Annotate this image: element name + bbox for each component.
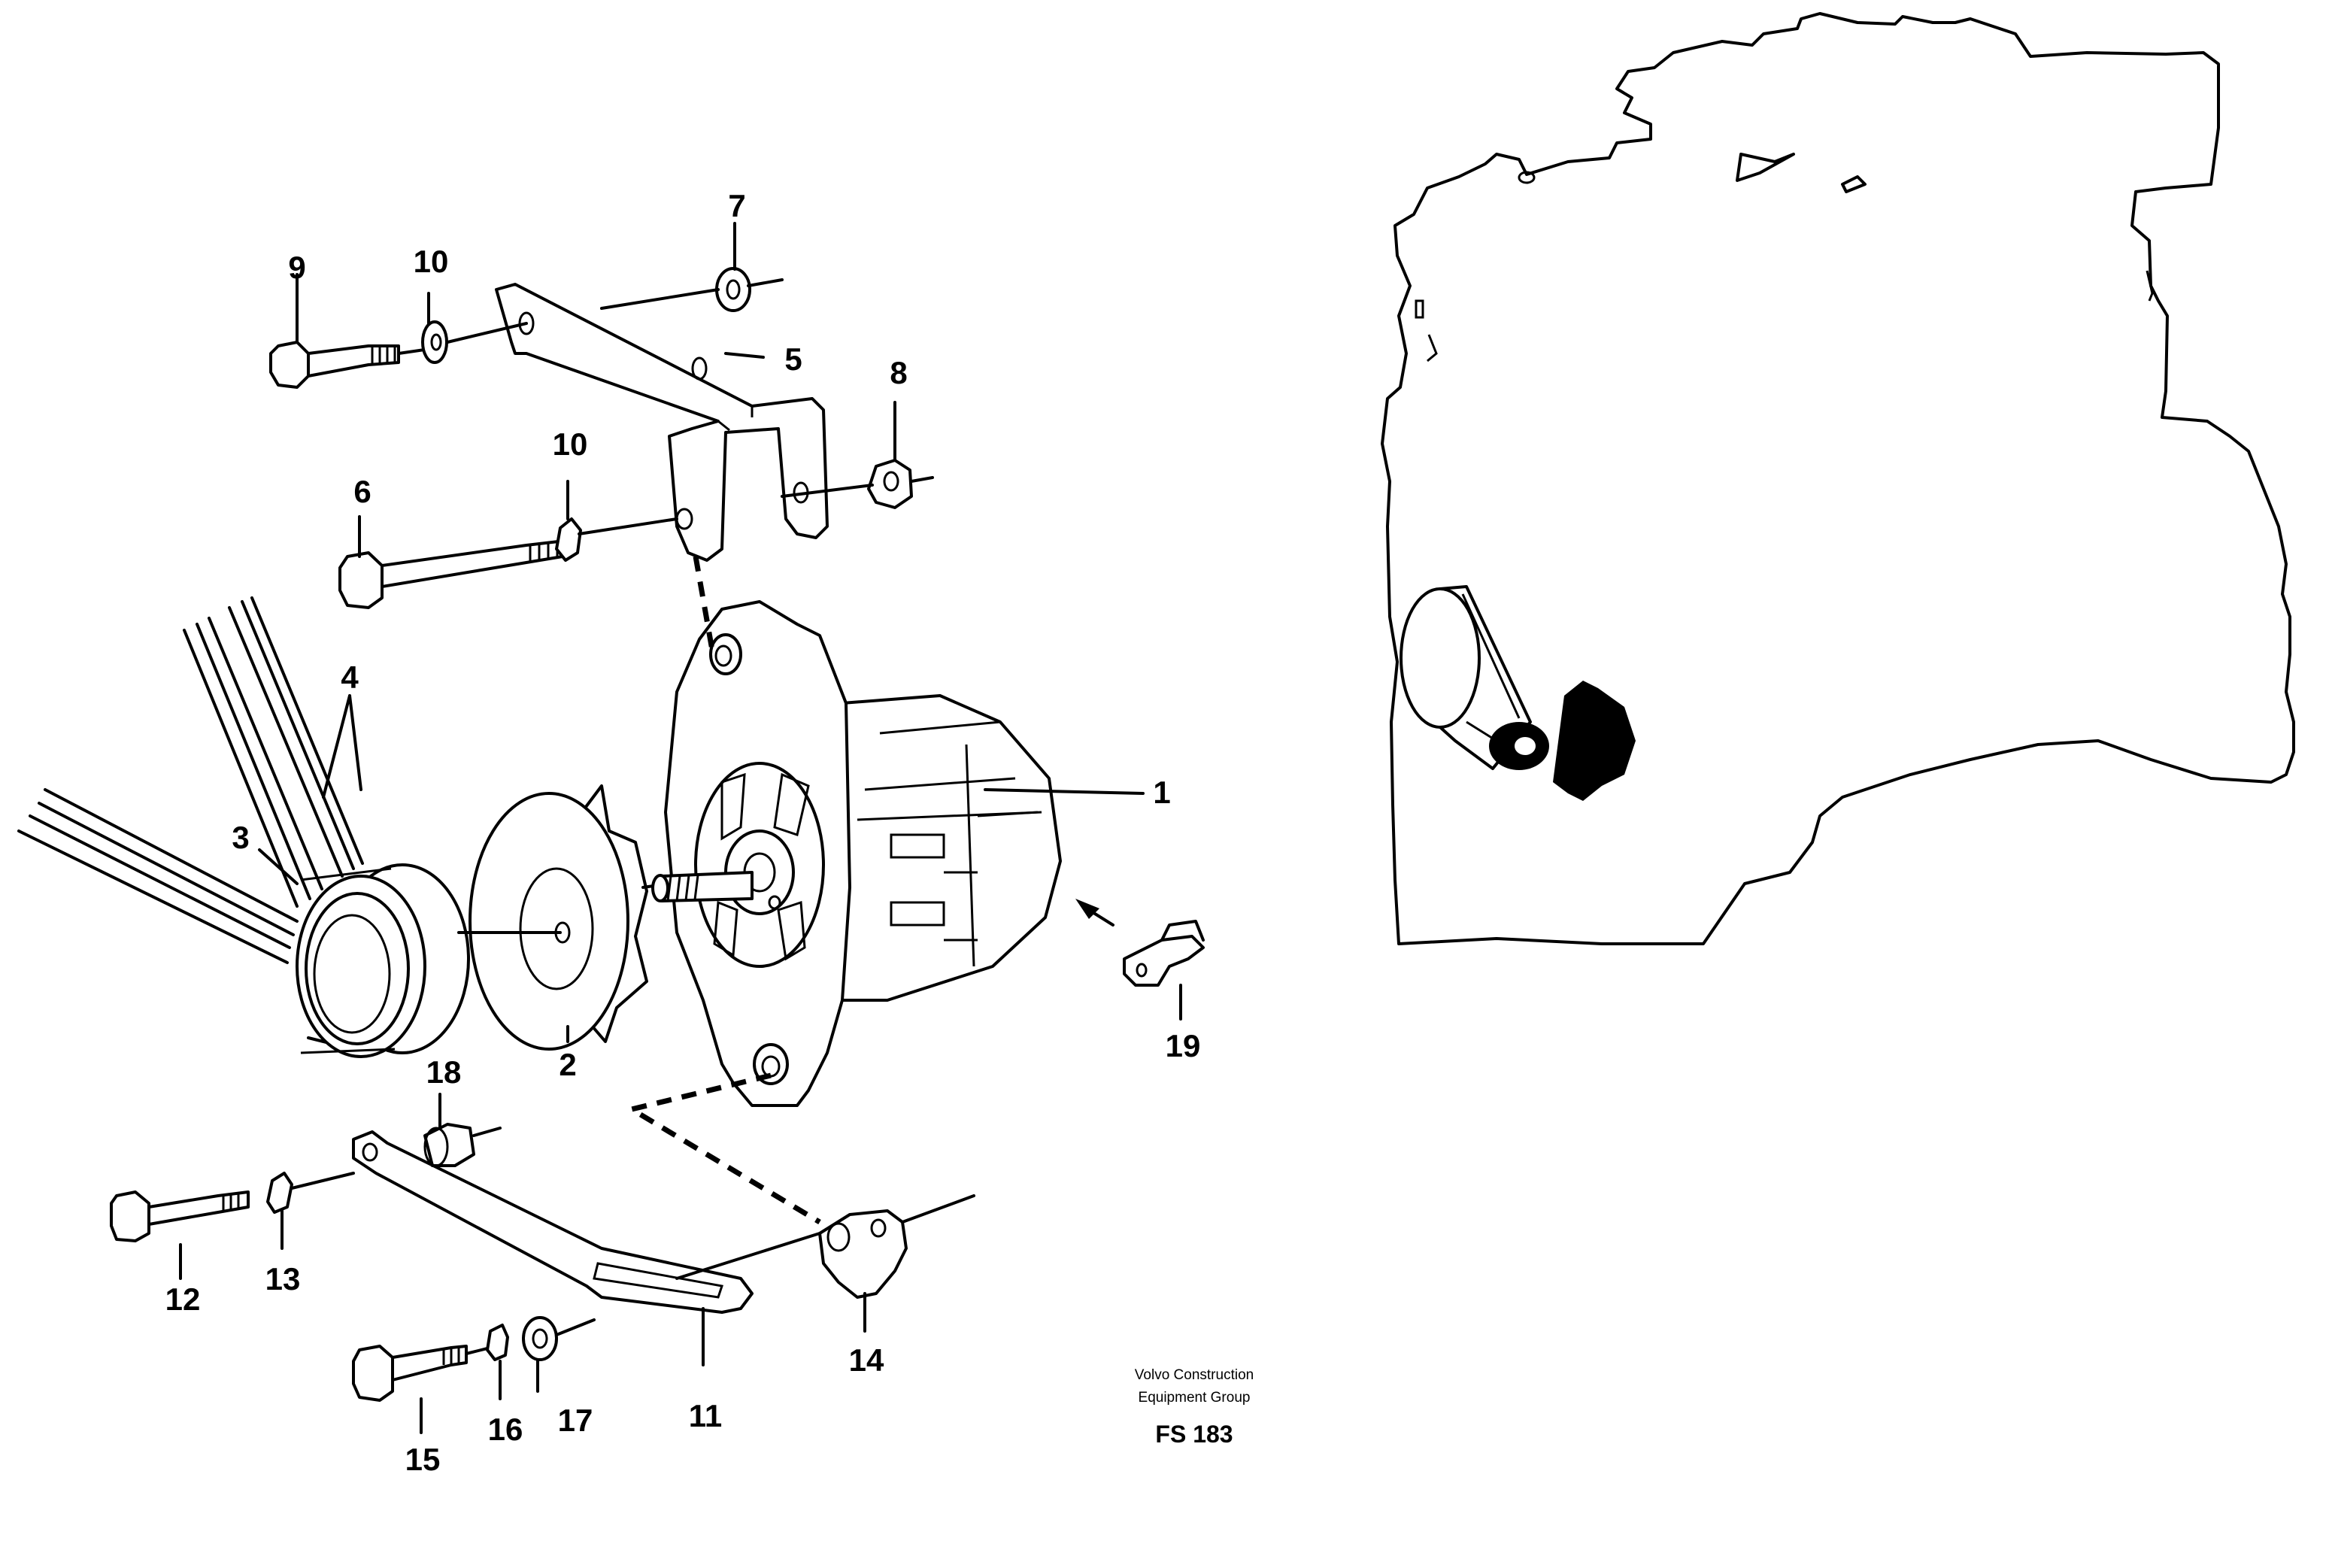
callout-12: 12	[165, 1281, 201, 1317]
washer-17	[522, 1316, 596, 1361]
bracket-14	[675, 1194, 975, 1299]
fan	[457, 784, 671, 1051]
nut-8	[781, 459, 934, 509]
caption-group: Equipment Group	[1139, 1390, 1251, 1406]
alternator	[651, 556, 1062, 1107]
spacer-18	[423, 1123, 502, 1167]
figure-code: FS 183	[1155, 1421, 1233, 1448]
washer-16	[486, 1324, 509, 1361]
callout-15: 15	[405, 1442, 441, 1477]
leader-lines	[179, 222, 1182, 1434]
bolt-9	[269, 341, 441, 389]
callout-10-upper: 10	[414, 244, 449, 279]
callout-6: 6	[353, 474, 371, 509]
bolt-15	[352, 1345, 498, 1402]
callout-19: 19	[1166, 1028, 1201, 1063]
callout-10-lower: 10	[553, 426, 588, 462]
callout-7: 7	[728, 188, 745, 223]
washer-13	[266, 1172, 355, 1214]
nut-7	[600, 267, 784, 312]
bolt-6	[338, 538, 573, 609]
callout-2: 2	[559, 1047, 576, 1082]
callout-11: 11	[689, 1398, 722, 1433]
engine-outline	[1381, 12, 2295, 945]
callout-1: 1	[1153, 775, 1170, 810]
clip-19	[1075, 899, 1205, 987]
dashed-connector	[624, 1072, 821, 1225]
callout-4: 4	[341, 660, 359, 695]
callout-13: 13	[265, 1261, 301, 1297]
bolt-12	[110, 1190, 250, 1242]
callout-9: 9	[288, 250, 305, 285]
washer-10-upper	[421, 320, 528, 364]
washer-10-lower	[555, 517, 678, 562]
bracket	[495, 283, 829, 562]
callout-5: 5	[784, 341, 802, 377]
callout-18: 18	[426, 1054, 462, 1090]
adjuster-arm	[352, 1130, 754, 1314]
callout-8: 8	[890, 355, 907, 390]
callout-3: 3	[232, 820, 249, 855]
callout-16: 16	[488, 1412, 523, 1447]
pulley	[296, 863, 470, 1058]
caption-company: Volvo Construction	[1135, 1367, 1254, 1383]
callout-17: 17	[558, 1403, 593, 1438]
callout-14: 14	[849, 1342, 884, 1378]
